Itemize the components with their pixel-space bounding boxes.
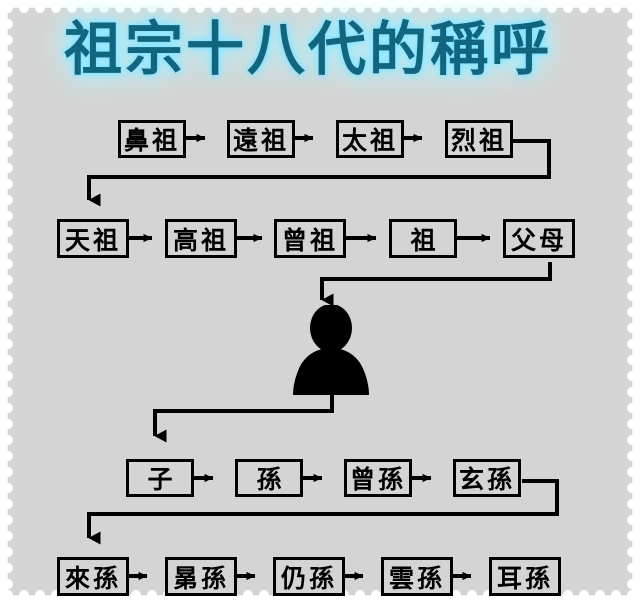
node-yunsun[interactable]: 雲孫 xyxy=(381,557,453,596)
node-laisun[interactable]: 來孫 xyxy=(57,557,129,596)
node-kunsun[interactable]: 晜孫 xyxy=(165,557,237,596)
node-zu[interactable]: 祖 xyxy=(389,219,457,258)
wrap-liezu-tianzu xyxy=(87,139,551,207)
node-zengsun[interactable]: 曾孫 xyxy=(344,459,412,497)
node-bizu[interactable]: 鼻祖 xyxy=(118,120,186,158)
node-liezu[interactable]: 烈祖 xyxy=(445,120,513,158)
node-label: 仍孫 xyxy=(280,563,337,593)
node-label: 遠祖 xyxy=(232,126,289,155)
node-yuanzu[interactable]: 遠祖 xyxy=(227,120,295,158)
node-label: 雲孫 xyxy=(388,563,445,593)
node-fumu[interactable]: 父母 xyxy=(503,219,575,258)
node-label: 曾孫 xyxy=(349,465,406,494)
wrap-xuansun-laisun xyxy=(87,479,559,545)
node-label: 烈祖 xyxy=(450,126,507,155)
wrap-person-zi xyxy=(153,393,334,443)
node-label: 祖 xyxy=(410,225,436,255)
node-label: 父母 xyxy=(510,225,567,255)
node-label: 晜孫 xyxy=(172,563,229,593)
node-taizu[interactable]: 太祖 xyxy=(336,120,404,158)
node-label: 玄孫 xyxy=(458,465,515,494)
node-ersun[interactable]: 耳孫 xyxy=(489,557,561,596)
node-label: 子 xyxy=(147,465,173,494)
node-xuansun[interactable]: 玄孫 xyxy=(453,459,521,497)
node-rengsun[interactable]: 仍孫 xyxy=(273,557,345,596)
node-label: 天祖 xyxy=(64,225,121,255)
wrap-fumu-person xyxy=(320,262,552,307)
connector-lines xyxy=(87,133,559,581)
node-label: 耳孫 xyxy=(496,563,553,593)
page-title: 祖宗十八代的稱呼 xyxy=(63,15,552,83)
node-sun[interactable]: 孫 xyxy=(235,459,303,497)
node-label: 曾祖 xyxy=(281,225,338,255)
node-gaozu[interactable]: 高祖 xyxy=(165,219,237,258)
title-banner: 祖宗十八代的稱呼 xyxy=(0,10,624,92)
stamp-sheet xyxy=(8,8,632,595)
node-tianzu[interactable]: 天祖 xyxy=(57,219,129,258)
node-label: 來孫 xyxy=(64,563,121,593)
node-zengzu[interactable]: 曾祖 xyxy=(274,219,346,258)
ancestry-flowchart: 鼻祖 遠祖 太祖 烈祖 天祖 高祖 曾祖 祖 父母 xyxy=(57,120,575,596)
node-label: 鼻祖 xyxy=(123,126,180,155)
node-label: 高祖 xyxy=(172,225,229,255)
self-person-silhouette-icon xyxy=(281,304,381,395)
node-label: 孫 xyxy=(256,465,282,494)
person-icon xyxy=(293,304,369,395)
node-zi[interactable]: 子 xyxy=(126,459,194,497)
node-label: 太祖 xyxy=(341,126,398,155)
